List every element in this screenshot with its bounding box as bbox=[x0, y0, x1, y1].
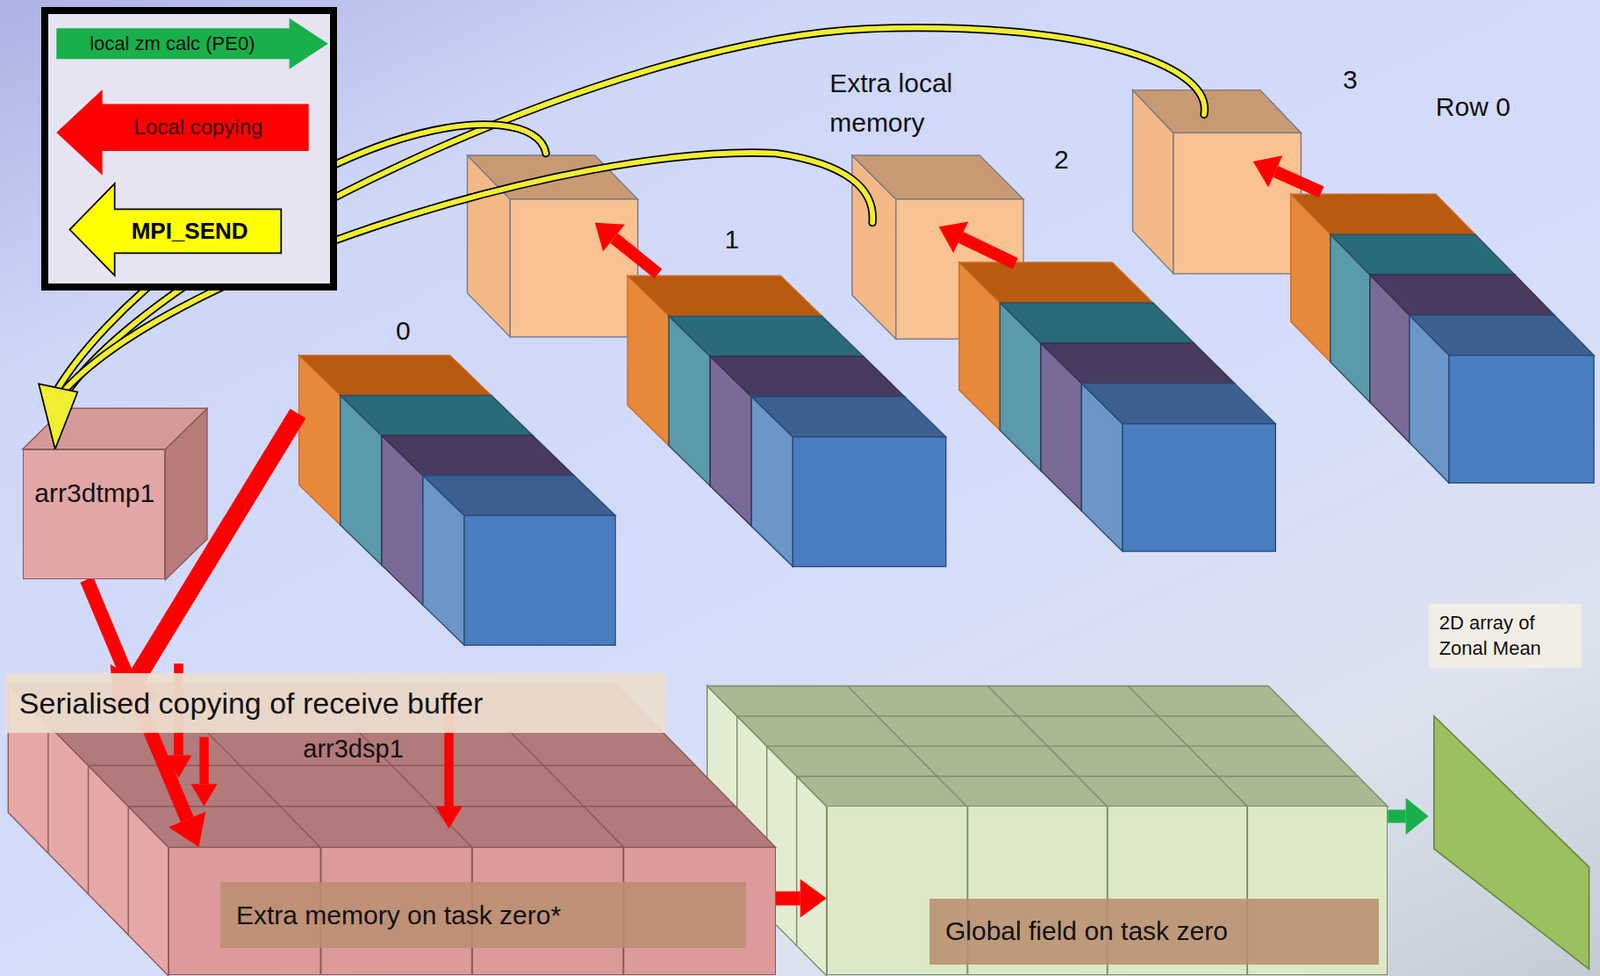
node-text: arr3dtmp1 bbox=[34, 478, 155, 509]
cube-top bbox=[299, 355, 492, 396]
copy-arrow bbox=[595, 222, 662, 280]
node-text: Extra memory on task zero* bbox=[220, 882, 747, 948]
cube bbox=[466, 155, 638, 338]
label-anchor: 0 bbox=[395, 315, 411, 346]
label-anchor: Row 0 bbox=[1435, 92, 1511, 122]
cube bbox=[751, 396, 946, 567]
cube-top bbox=[381, 435, 574, 476]
cube bbox=[423, 475, 616, 646]
array-label: arr3dsp1 bbox=[302, 734, 403, 764]
cube-top bbox=[710, 356, 905, 397]
cube-top bbox=[959, 262, 1154, 303]
legend-text: local zm calc (PE0) bbox=[89, 32, 255, 56]
zonal-mean-plane bbox=[1433, 716, 1589, 969]
copy-arrow-shaft bbox=[609, 233, 662, 279]
cube-top bbox=[1133, 90, 1302, 134]
cube-top bbox=[1040, 343, 1235, 384]
connector-arrow-head bbox=[168, 811, 206, 847]
grid-line bbox=[796, 775, 1358, 777]
connector-arrow-shaft bbox=[1387, 810, 1407, 824]
cube-top bbox=[1370, 274, 1555, 316]
grid-line bbox=[87, 765, 89, 894]
legend-text: MPI_SEND bbox=[131, 217, 249, 245]
mpi-send-head bbox=[38, 383, 78, 449]
cube bbox=[1133, 90, 1302, 274]
row-label: 0 bbox=[395, 315, 411, 346]
row-label: 1 bbox=[724, 224, 740, 255]
connector-arrow bbox=[1387, 797, 1429, 835]
cube bbox=[1409, 315, 1594, 483]
cube bbox=[1081, 383, 1276, 552]
cube-top bbox=[1291, 193, 1476, 235]
connector-arrow-head bbox=[800, 879, 827, 919]
legend-swatch-arrow bbox=[56, 89, 309, 176]
cube-front bbox=[464, 515, 616, 646]
legend-box: local zm calc (PE0) Local copyingMPI_SEND bbox=[41, 7, 338, 291]
label-anchor: 2 bbox=[1054, 144, 1070, 175]
copy-arrow-shaft bbox=[199, 737, 209, 784]
grid-line bbox=[128, 806, 130, 935]
cube-front bbox=[509, 199, 638, 338]
zonal-mean-panel: 2D array of Zonal Mean bbox=[1428, 603, 1594, 976]
band-label: Serialised copying of receive buffer bbox=[5, 673, 667, 732]
copy-arrow-shaft bbox=[958, 231, 1019, 269]
legend-item: Local copying bbox=[88, 103, 309, 151]
cube-top bbox=[668, 315, 863, 357]
buffer-cube: arr3dtmp1 bbox=[22, 449, 166, 581]
copy-arrow-shaft bbox=[1272, 165, 1324, 198]
row-label: 3 bbox=[1342, 64, 1358, 95]
row-label: 2 bbox=[1054, 144, 1070, 175]
slab bbox=[707, 686, 1388, 976]
cube-top bbox=[627, 275, 822, 316]
label-anchor: arr3dsp1 bbox=[302, 734, 403, 764]
grid-line bbox=[796, 775, 797, 946]
label-anchor: 3 bbox=[1342, 64, 1358, 95]
label-anchor: Extra local memory bbox=[829, 63, 1008, 143]
grid-line bbox=[128, 805, 736, 807]
cube-top bbox=[999, 302, 1194, 344]
copy-arrow bbox=[939, 222, 1019, 270]
cube-top bbox=[852, 155, 1024, 200]
receive-buffer-slab: Extra memory on task zero* bbox=[168, 846, 776, 976]
cube-top bbox=[1409, 315, 1594, 356]
connector-arrow-head bbox=[1406, 797, 1429, 835]
cube-top bbox=[1330, 234, 1515, 275]
legend-swatch-arrow bbox=[69, 183, 281, 276]
copy-arrow-head bbox=[435, 806, 462, 830]
grid-line bbox=[47, 724, 49, 854]
node-text: 2D array of Zonal Mean bbox=[1428, 603, 1582, 668]
label-anchor: 1 bbox=[724, 224, 740, 255]
node-text: Global field on task zero bbox=[929, 898, 1379, 964]
cube-top bbox=[751, 396, 946, 438]
legend-item: MPI_SEND bbox=[99, 208, 281, 253]
cube-top bbox=[423, 475, 616, 517]
memory-label: Extra local memory bbox=[829, 63, 1008, 143]
label-anchor: Serialised copying of receive buffer bbox=[5, 673, 667, 732]
global-field-slab: Global field on task zero bbox=[826, 805, 1388, 976]
copy-arrow-head bbox=[939, 222, 969, 254]
copy-arrow-head bbox=[1253, 155, 1284, 187]
connector-arrow-shaft bbox=[775, 891, 801, 906]
cube-front bbox=[1173, 132, 1301, 273]
cube bbox=[22, 408, 208, 580]
copy-arrow-head bbox=[190, 783, 217, 807]
copy-arrow-head bbox=[595, 222, 625, 252]
cube-front bbox=[792, 437, 946, 567]
copy-arrow bbox=[1253, 155, 1325, 198]
legend-item: local zm calc (PE0) bbox=[56, 28, 289, 59]
cube-front bbox=[1449, 355, 1594, 483]
legend-swatch-arrow bbox=[56, 18, 329, 70]
row-label: Row 0 bbox=[1435, 92, 1511, 122]
connector-arrow bbox=[775, 879, 827, 919]
slab-top bbox=[707, 686, 1388, 807]
grid-line bbox=[1127, 686, 1248, 807]
cube-top bbox=[1081, 383, 1276, 424]
cube-top bbox=[340, 394, 533, 436]
legend-text: Local copying bbox=[134, 114, 264, 140]
copy-arrow bbox=[190, 737, 217, 807]
cube-front bbox=[1122, 423, 1276, 552]
grid-line bbox=[767, 745, 1328, 747]
